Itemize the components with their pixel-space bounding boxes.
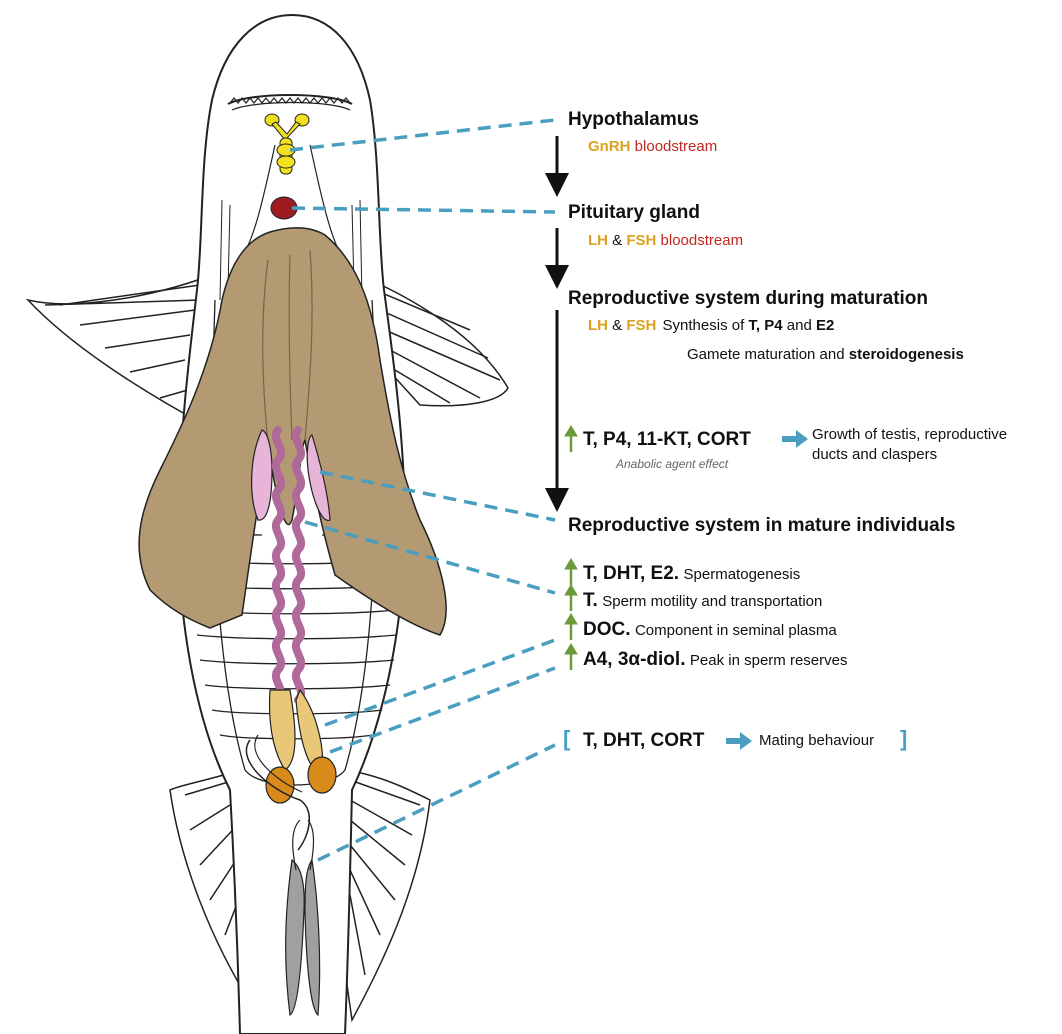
pituitary-title: Pituitary gland xyxy=(568,203,700,222)
gamete-prefix: Gamete maturation and xyxy=(687,346,849,363)
mating-open-bracket: [ xyxy=(563,728,570,750)
growth-effect-line1: Growth of testis, reproductive xyxy=(812,427,1007,442)
maturation-androgens: T, P4, 11-KT, CORT xyxy=(583,430,751,449)
blue-right-arrow xyxy=(726,430,808,750)
and-label: & xyxy=(612,232,622,249)
mature-item-effect: Spermatogenesis xyxy=(684,566,801,583)
maturation-synthesis-row: LH & FSH Synthesis of T, P4 and E2 xyxy=(588,318,834,333)
mating-behaviour-label: Mating behaviour xyxy=(759,733,874,748)
synthesis-and: and xyxy=(783,317,816,334)
green-up-arrow xyxy=(565,426,577,670)
mature-item-effect: Sperm motility and transportation xyxy=(602,593,822,610)
mature-item-spermatogenesis: T, DHT, E2. Spermatogenesis xyxy=(583,564,800,583)
mature-item-hormones: T. xyxy=(583,590,598,611)
pituitary-hormone-row: LH & FSH bloodstream xyxy=(588,233,743,248)
right-epididymis-duct xyxy=(296,430,301,700)
right-sperm-sac xyxy=(308,757,336,793)
lh-label: LH xyxy=(588,317,608,334)
lh-fsh-route: bloodstream xyxy=(661,232,744,249)
synthesis-e2: E2 xyxy=(816,317,834,334)
mature-item-hormones: DOC. xyxy=(583,619,631,640)
gnrh-route: bloodstream xyxy=(635,138,718,155)
synthesis-prefix: Synthesis of xyxy=(663,317,749,334)
gnrh-label: GnRH xyxy=(588,138,631,155)
mature-item-seminal-plasma: DOC. Component in seminal plasma xyxy=(583,620,837,639)
gamete-maturation-row: Gamete maturation and steroidogenesis xyxy=(687,347,964,362)
hypothalamus-title: Hypothalamus xyxy=(568,110,699,129)
growth-effect-line2: ducts and claspers xyxy=(812,447,937,462)
maturation-title: Reproductive system during maturation xyxy=(568,289,928,308)
fsh-label: FSH xyxy=(626,317,656,334)
mature-item-hormones: A4, 3α-diol. xyxy=(583,649,685,670)
synthesis-hormones: T, P4 xyxy=(748,317,782,334)
mature-item-sperm-reserves: A4, 3α-diol. Peak in sperm reserves xyxy=(583,650,847,669)
steroidogenesis-label: steroidogenesis xyxy=(849,346,964,363)
left-epididymis-duct xyxy=(276,430,281,700)
mature-title: Reproductive system in mature individual… xyxy=(568,516,956,535)
mature-item-sperm-motility: T. Sperm motility and transportation xyxy=(583,591,822,610)
hypothalamus-hormone-row: GnRH bloodstream xyxy=(588,139,717,154)
mature-item-effect: Component in seminal plasma xyxy=(635,622,837,639)
mating-close-bracket: ] xyxy=(900,728,907,750)
mating-hormones: T, DHT, CORT xyxy=(583,731,704,750)
lh-label: LH xyxy=(588,232,608,249)
and-label: & xyxy=(612,317,622,334)
mature-item-effect: Peak in sperm reserves xyxy=(690,652,848,669)
anabolic-note: Anabolic agent effect xyxy=(616,458,728,470)
fsh-label: FSH xyxy=(626,232,656,249)
mature-item-hormones: T, DHT, E2. xyxy=(583,563,679,584)
